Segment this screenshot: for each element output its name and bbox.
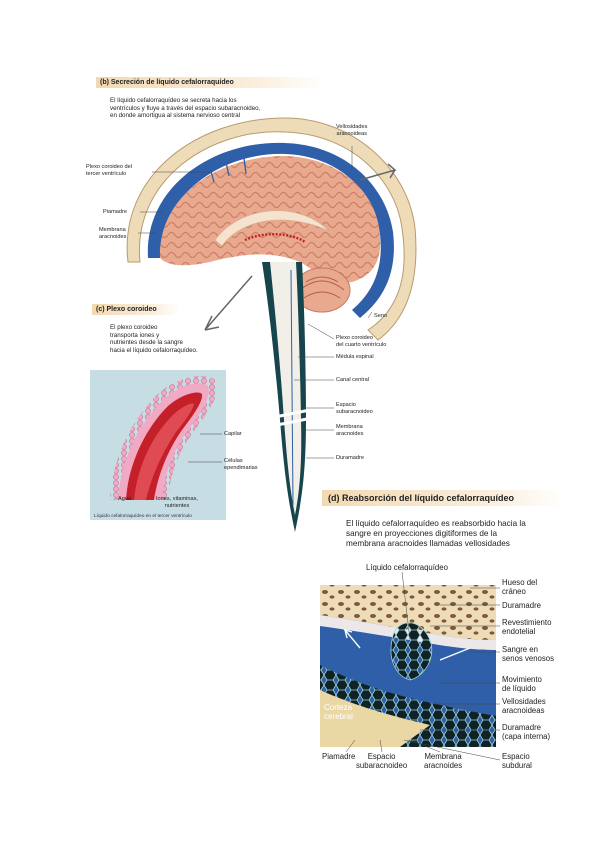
label-d-liquido: Líquido cefalorraquídeo [366, 563, 448, 572]
panel-b-title: (b) Secreción de líquido cefalorraquídeo [96, 77, 324, 88]
subarachnoid-space [147, 142, 394, 318]
label-d-duramadre: Duramadre [502, 601, 541, 610]
label-piamadre: Piamadre [103, 209, 127, 215]
panel-d-text: El líquido cefalorraquídeo es reabsorbid… [346, 519, 526, 548]
label-membrana: Membrana aracnoides [99, 227, 127, 240]
label-celulas: Células ependimarias [224, 458, 258, 471]
outflow-arrow-c [204, 275, 253, 331]
label-medula: Médula espinal [336, 354, 374, 360]
label-plexo-tercer: Plexo coroideo del tercer ventrículo [86, 164, 133, 177]
label-d-duramadre-int: Duramadre (capa interna) [502, 723, 551, 741]
label-membrana-2: Membrana aracnoides [336, 424, 364, 437]
label-d-vellosidades: Vellosidades aracnoideas [502, 697, 546, 715]
label-duramadre: Duramadre [336, 455, 364, 461]
label-d-membrana: Membrana aracnoides [424, 752, 463, 770]
label-plexo-cuarto: Plexo coroideo del cuarto ventrículo [336, 335, 387, 348]
label-d-espacio-subdural: Espacio subdural [502, 752, 532, 770]
choroid-plexus-illustration [90, 370, 226, 520]
leader-lines-b [138, 146, 373, 459]
label-d-movimiento: Movimiento de líquido [502, 675, 542, 693]
villi-illustration [320, 585, 496, 747]
label-canal: Canal central [336, 377, 369, 383]
brain-section [126, 117, 417, 532]
label-vellosidades: Vellosidades aracnoideas [336, 124, 368, 137]
label-d-hueso: Hueso del cráneo [502, 578, 538, 596]
spinal-cord [270, 262, 302, 515]
panel-d-title: (d) Reabsorción del líquido cefalorraquí… [322, 490, 564, 506]
label-d-revestimiento: Revestimiento endotelial [502, 618, 552, 636]
label-d-piamadre: Piamadre [322, 752, 356, 761]
panel-c-caption: Líquido cefalorraquídeo en el tercer ven… [94, 514, 192, 519]
label-espacio: Espacio subaracnoideo [336, 402, 373, 415]
panel-c-text: El plexo coroideo transporta iones y nut… [110, 324, 198, 354]
label-agua: Agua [118, 496, 132, 502]
label-seno: Seno [374, 313, 388, 319]
label-capilar: Capilar [224, 431, 242, 437]
third-ventricle-choroid [244, 233, 306, 244]
label-d-espacio-sub: Espacio subaracnoideo [356, 752, 408, 770]
panel-b-text: El líquido cefalorraquídeo se secreta ha… [110, 97, 261, 120]
skull-bone [126, 117, 417, 341]
label-d-sangre: Sangre en senos venosos [502, 645, 555, 663]
outflow-arrow-d [359, 163, 397, 181]
label-iones: Iones, vitaminas, nutrientes [156, 496, 198, 509]
leader-lines-d [345, 571, 501, 761]
corpus-callosum [214, 210, 331, 247]
panel-c-title: (c) Plexo coroideo [92, 304, 180, 315]
label-d-corteza: Corteza cerebral [324, 703, 353, 721]
leader-lines-c [188, 433, 222, 463]
